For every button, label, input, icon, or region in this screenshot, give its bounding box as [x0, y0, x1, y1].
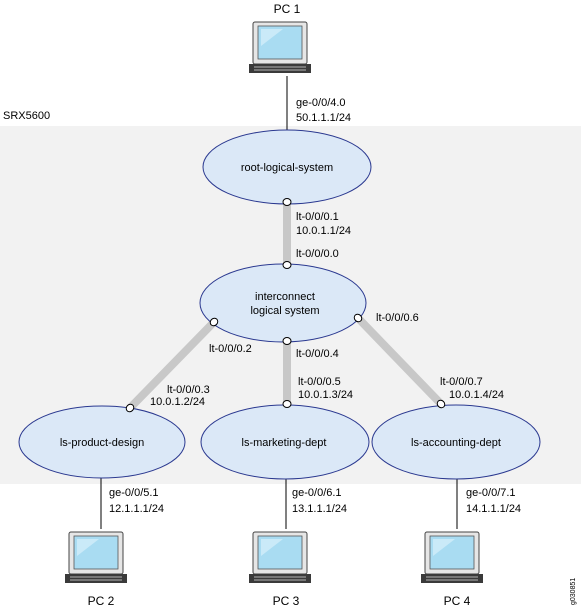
- pc3-computer-icon: [248, 531, 312, 584]
- node-interconnect-logical-system: [199, 263, 367, 343]
- pc4-computer-icon: [420, 531, 484, 584]
- port-marketing-lt-0-0-0-5: [282, 400, 292, 408]
- ic-lt-2-label: lt-0/0/0.2: [209, 343, 252, 355]
- pc1-ip-label: 50.1.1.1/24: [296, 112, 351, 124]
- port-ic-lt-0-0-0-0: [282, 261, 292, 269]
- pc4-iface-label: ge-0/0/7.1: [466, 487, 516, 499]
- node-accounting-label: ls-accounting-dept: [411, 437, 501, 449]
- ic-lt-6-label: lt-0/0/0.6: [376, 312, 419, 324]
- node-root-label: root-logical-system: [241, 162, 333, 174]
- marketing-lt-iface-label: lt-0/0/0.5: [298, 376, 341, 388]
- pc4-label: PC 4: [444, 594, 471, 608]
- lt-link-interconnect-product: [127, 319, 217, 411]
- pc1-computer-icon: [248, 21, 312, 74]
- node-interconnect-label-line1: interconnect: [255, 291, 315, 303]
- root-lt-ip-label: 10.0.1.1/24: [296, 225, 351, 237]
- pc2-iface-label: ge-0/0/5.1: [109, 487, 159, 499]
- pc2-label: PC 2: [88, 594, 115, 608]
- pc4-ip-label: 14.1.1.1/24: [466, 503, 521, 515]
- accounting-lt-iface-label: lt-0/0/0.7: [440, 376, 483, 388]
- lt-link-interconnect-accounting: [355, 315, 444, 407]
- figure-id: g030851: [570, 578, 577, 605]
- port-ic-lt-0-0-0-4: [282, 337, 292, 345]
- pc3-label: PC 3: [273, 594, 300, 608]
- pc1-label: PC 1: [274, 2, 301, 16]
- node-ls-accounting-dept: [371, 404, 541, 480]
- pc3-iface-label: ge-0/0/6.1: [292, 487, 342, 499]
- port-ic-lt-0-0-0-6: [353, 313, 363, 323]
- ic-lt-4-label: lt-0/0/0.4: [296, 348, 339, 360]
- product-lt-ip-label: 10.0.1.2/24: [150, 396, 205, 408]
- node-marketing-label: ls-marketing-dept: [242, 437, 327, 449]
- pc2-computer-icon: [64, 531, 128, 584]
- node-ls-product-design: [18, 405, 186, 479]
- port-ic-lt-0-0-0-2: [209, 317, 219, 327]
- port-product-lt-0-0-0-3: [125, 403, 135, 413]
- ic-lt-0-label: lt-0/0/0.0: [296, 248, 339, 260]
- node-product-label: ls-product-design: [60, 437, 144, 449]
- accounting-lt-ip-label: 10.0.1.4/24: [449, 389, 504, 401]
- chassis-label: SRX5600: [3, 110, 50, 122]
- root-lt-iface-label: lt-0/0/0.1: [296, 211, 339, 223]
- node-interconnect-label-line2: logical system: [250, 305, 319, 317]
- port-accounting-lt-0-0-0-7: [436, 399, 446, 409]
- product-lt-iface-label: lt-0/0/0.3: [167, 384, 210, 396]
- port-root-lt-0-0-0-1: [282, 198, 292, 206]
- pc2-ip-label: 12.1.1.1/24: [109, 503, 164, 515]
- marketing-lt-ip-label: 10.0.1.3/24: [298, 389, 353, 401]
- pc1-iface-label: ge-0/0/4.0: [296, 97, 346, 109]
- pc3-ip-label: 13.1.1.1/24: [292, 503, 347, 515]
